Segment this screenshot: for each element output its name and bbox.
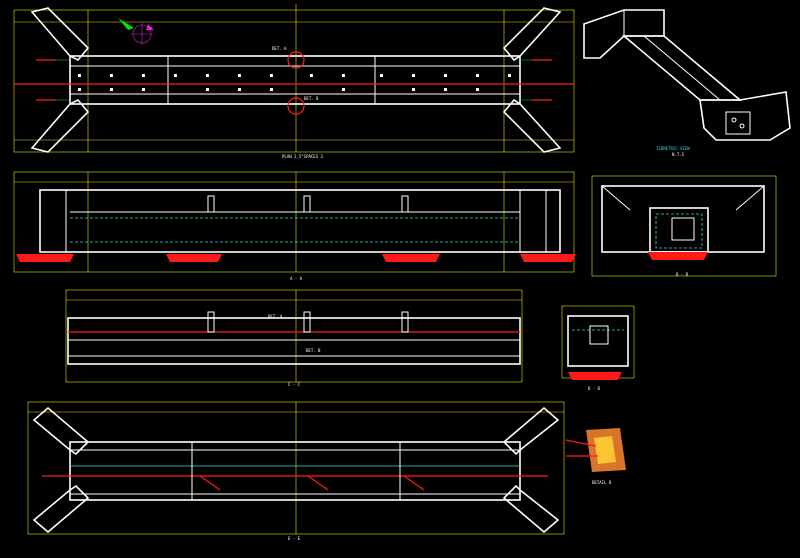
section-e-e: E - E (27, 401, 565, 541)
isometric-view: ISOMETRIC VIEW N.T.S (583, 9, 791, 157)
plan-title: PLAN 2_5°SPACES 3 (282, 154, 324, 159)
north-arrow-icon (118, 18, 154, 45)
section-b-b: B - B (591, 175, 777, 277)
section-e-label: E - E (288, 536, 301, 541)
section-a-label: A - A (290, 276, 303, 281)
section-d-label: D - D (588, 386, 601, 391)
section-c-c: C - C DET. A DET. B (65, 289, 523, 387)
isometric-scale: N.T.S (672, 152, 685, 157)
detail-b: DETAIL B (565, 428, 626, 485)
section-c-label: C - C (288, 382, 301, 387)
section-c-det-a: DET. A (268, 314, 283, 319)
section-d-d: D - D (561, 305, 635, 391)
plan-view: PLAN 2_5°SPACES 3 DET. A DET. B (13, 4, 575, 159)
section-c-det-b: DET. B (306, 348, 321, 353)
section-b-label: B - B (676, 272, 689, 277)
isometric-title: ISOMETRIC VIEW (656, 146, 690, 151)
plan-det-b-label: DET. B (304, 96, 319, 101)
section-a-a: A - A (13, 171, 576, 281)
detail-b-title: DETAIL B (592, 480, 612, 485)
plan-det-a-label: DET. A (272, 46, 287, 51)
